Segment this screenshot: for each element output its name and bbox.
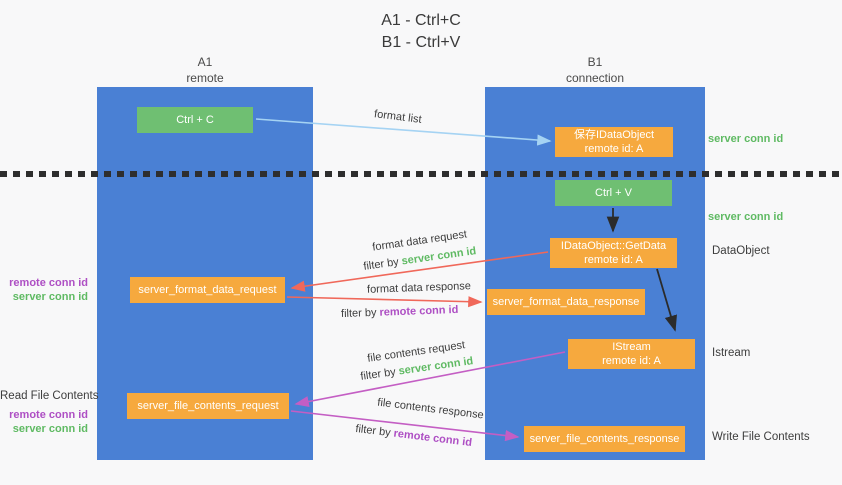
idataobject-getdata-line1: IDataObject::GetData — [560, 239, 667, 252]
ctrl-c-action-node: Ctrl + C — [137, 107, 253, 133]
server-conn-id-value: server conn id — [400, 245, 478, 268]
remote-conn-id-value: remote conn id — [379, 303, 459, 319]
lifeline-a1-name: A1 — [197, 55, 213, 69]
save-idataobject-line1: 保存IDataObject — [573, 128, 655, 141]
server-conn-id-annotation-ctrlv: server conn id — [708, 211, 784, 223]
server-format-data-request-node: server_format_data_request — [130, 277, 285, 303]
read-file-contents-annotation: Read File Contents — [0, 390, 99, 402]
lifeline-b1-subtitle: connection — [565, 70, 625, 85]
istream-line2: remote id: A — [602, 355, 661, 367]
server-conn-id-annotation-format: server conn id — [12, 291, 88, 303]
lifeline-header-b1: B1 connection — [485, 55, 705, 86]
write-file-contents-annotation: Write File Contents — [712, 431, 810, 443]
format-data-response-arrow — [286, 296, 483, 308]
server-conn-id-annotation-top: server conn id — [708, 133, 784, 145]
server-conn-id-annotation-file: server conn id — [12, 423, 88, 435]
istream-node: IStream remote id: A — [568, 339, 695, 369]
file-contents-response-label: file contents response — [376, 396, 485, 422]
copy-paste-divider-line — [0, 171, 842, 177]
lifeline-a1-subtitle: remote — [186, 70, 224, 85]
filter-by-prefix: filter by — [340, 306, 380, 321]
lifeline-b1-name: B1 — [587, 55, 603, 69]
format-list-label: format list — [373, 108, 423, 126]
server-file-contents-response-node: server_file_contents_response — [524, 426, 685, 452]
remote-conn-id-value: remote conn id — [392, 427, 473, 450]
server-format-data-response-node: server_format_data_response — [487, 289, 645, 315]
filter-by-prefix: filter by — [362, 255, 403, 273]
file-response-filter-label: filter by remote conn id — [355, 423, 473, 449]
istream-annotation: Istream — [712, 347, 751, 359]
idataobject-getdata-line2: remote id: A — [584, 254, 643, 266]
remote-conn-id-annotation-format: remote conn id — [9, 277, 88, 289]
lifeline-header-a1: A1 remote — [97, 55, 313, 86]
server-file-contents-request-node: server_file_contents_request — [127, 393, 289, 419]
idataobject-getdata-node: IDataObject::GetData remote id: A — [550, 238, 677, 268]
save-idataobject-line2: remote id: A — [584, 143, 644, 155]
istream-line1: IStream — [612, 340, 651, 353]
diagram-title: A1 - Ctrl+C B1 - Ctrl+V — [0, 10, 842, 55]
remote-conn-id-annotation-file: remote conn id — [9, 409, 88, 421]
title-line-1: A1 - Ctrl+C — [381, 12, 461, 29]
format-data-response-label: format data response — [366, 280, 472, 296]
filter-by-prefix: filter by — [359, 365, 400, 383]
dataobject-annotation: DataObject — [712, 245, 770, 257]
format-response-filter-label: filter by remote conn id — [341, 304, 459, 320]
title-line-2: B1 - Ctrl+V — [381, 34, 461, 52]
filter-by-prefix: filter by — [354, 422, 395, 440]
ctrl-v-action-node: Ctrl + V — [555, 180, 672, 206]
save-idataobject-node: 保存IDataObject remote id: A — [555, 127, 673, 157]
